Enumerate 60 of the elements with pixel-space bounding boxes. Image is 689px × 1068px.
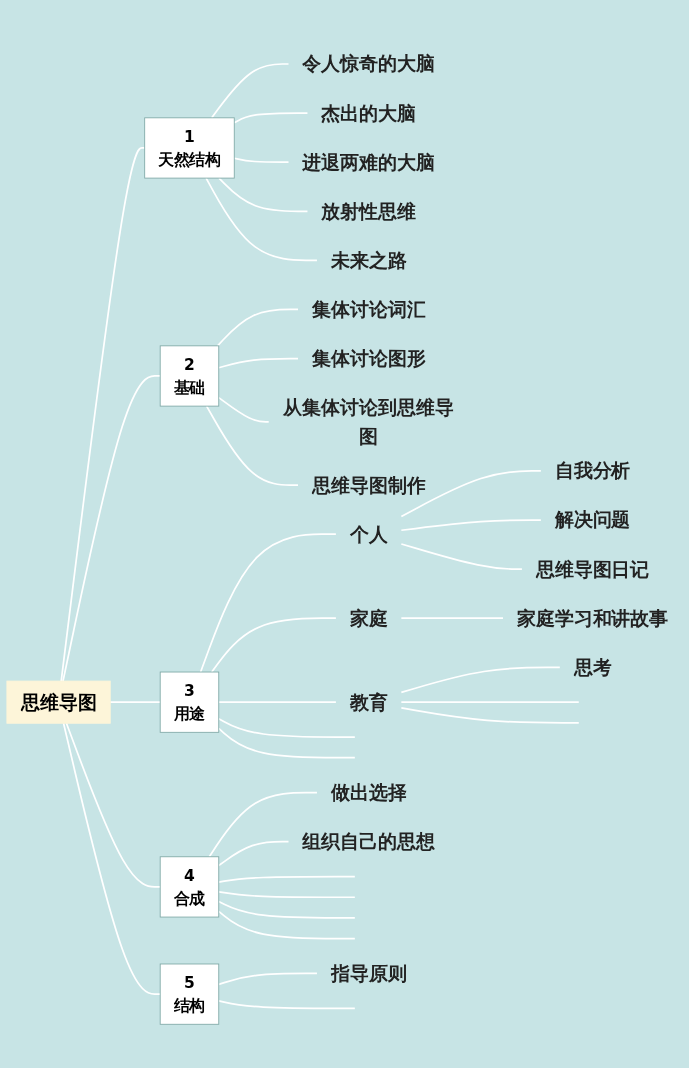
node-box: 3 用途: [159, 672, 220, 734]
node-box: 4 合成: [159, 856, 220, 918]
node-text: 思维导图制作: [311, 474, 426, 497]
node-text: 进退两难的大脑: [302, 151, 435, 174]
connector: [62, 722, 162, 996]
connector: [217, 876, 356, 884]
connector: [400, 470, 542, 518]
node-box: 2 基础: [159, 345, 220, 407]
connector: [62, 375, 162, 683]
node-text: 思考: [573, 656, 612, 679]
connector: [205, 405, 299, 487]
node-text: 未来之路: [330, 250, 407, 272]
connector: [109, 701, 162, 704]
connector: [400, 617, 504, 620]
node-text: 从集体讨论到思维导图: [283, 397, 454, 448]
connector: [217, 1000, 356, 1010]
connector: [217, 397, 270, 424]
connector: [217, 901, 356, 920]
connector: [217, 358, 299, 369]
connector: [217, 718, 356, 739]
connector: [217, 973, 318, 986]
connector: [218, 177, 309, 213]
node-box: 1 天然结构: [144, 117, 235, 179]
connector: [400, 666, 561, 694]
node-text: 自我分析: [554, 460, 631, 483]
connector: [60, 147, 146, 683]
node-text: 集体讨论图形: [311, 348, 426, 370]
connector: [400, 701, 580, 704]
node-text: 杰出的大脑: [321, 102, 416, 125]
connector: [217, 727, 356, 759]
connector: [217, 891, 356, 899]
node-text: 指导原则: [330, 963, 407, 985]
node-text: 家庭: [349, 607, 388, 630]
connector: [208, 792, 318, 859]
connector: [400, 519, 542, 532]
connector: [400, 543, 523, 571]
connector: [210, 617, 337, 674]
node-text: 家庭学习和讲故事: [516, 607, 669, 630]
node-box: 5 结构: [159, 963, 220, 1026]
node-box: 思维导图: [6, 681, 111, 725]
connector: [217, 910, 356, 940]
connector: [210, 63, 290, 120]
node-text: 做出选择: [330, 782, 407, 804]
connector: [233, 157, 290, 164]
connector: [199, 533, 337, 674]
node-text: 放射性思维: [321, 200, 416, 223]
node-text: 组织自己的思想: [302, 831, 435, 853]
node-text: 个人: [349, 523, 388, 546]
node-text: 教育: [349, 691, 388, 714]
node-text: 解决问题: [554, 509, 631, 532]
connector: [205, 177, 318, 262]
connector: [216, 309, 299, 348]
connector: [400, 707, 580, 725]
connector: [217, 701, 337, 704]
connector: [233, 112, 309, 125]
connector: [217, 841, 290, 867]
node-text: 思维导图日记: [535, 558, 650, 581]
node-text: 令人惊奇的大脑: [302, 53, 435, 76]
connector: [65, 722, 162, 889]
node-text: 集体讨论词汇: [311, 299, 426, 321]
